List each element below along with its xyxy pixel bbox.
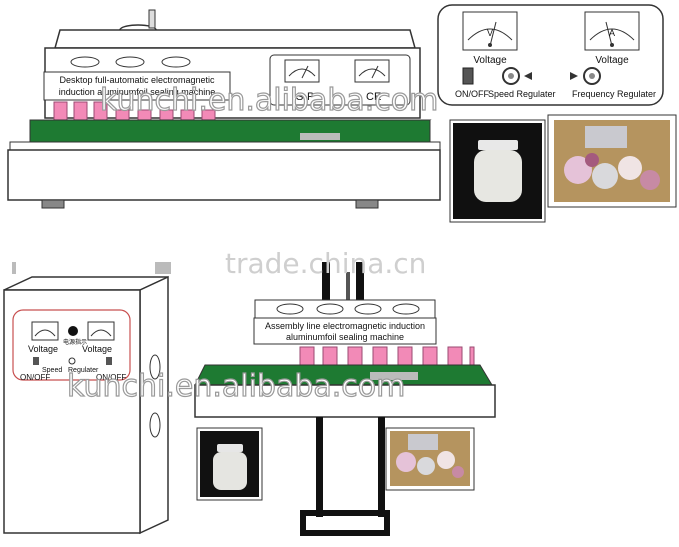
panel-meter-right — [354, 59, 390, 83]
cabinet-vents — [149, 354, 161, 438]
cabinet-switch-left — [33, 357, 39, 365]
photo-foils-bottom — [385, 427, 475, 491]
line-sealing-spot — [370, 372, 418, 380]
control-panel: V Voltage A Voltage ON/OFF Speed Regulat… — [437, 4, 664, 106]
assembly-line-machine: Assembly line electromagnetic induction … — [194, 262, 496, 536]
cabinet-regulater-label: Regulater — [68, 367, 99, 374]
top-knob-stem — [148, 9, 156, 29]
power-cabinet: Voltage 电源指示 Voltage Speed Regulater ON/… — [3, 262, 171, 535]
desktop-label-line2: induction aluminumfoil sealing machine — [59, 87, 216, 97]
line-label-line2: aluminumfoil sealing machine — [286, 332, 404, 342]
voltage-label-right: Voltage — [595, 55, 629, 66]
cabinet-speed-knob — [68, 357, 76, 365]
photo-bottle-bottom — [196, 427, 263, 501]
panel-meter-left — [284, 59, 320, 83]
frequency-regulater-label: Frequency Regulater — [572, 89, 656, 99]
desktop-label-line1: Desktop full-automatic electromagnetic — [59, 75, 215, 85]
machine-head — [54, 29, 416, 49]
cabinet-meter-right — [87, 321, 115, 341]
photo-foils-top — [547, 114, 677, 208]
line-stand — [300, 417, 390, 536]
mount-post-left — [322, 262, 330, 302]
conveyor-belt-surface — [29, 119, 431, 143]
desktop-sealing-machine: Desktop full-automatic electromagnetic i… — [7, 9, 441, 209]
speed-regulater-label: Speed Regulater — [488, 89, 556, 99]
line-label-box — [253, 317, 437, 345]
cabinet-indicator — [68, 326, 78, 336]
sealing-spot — [300, 133, 340, 140]
ammeter-a: A — [584, 11, 640, 51]
svg-text:A: A — [609, 28, 615, 38]
panel-button-right: CE — [366, 91, 381, 103]
line-label-line1: Assembly line electromagnetic induction — [265, 321, 425, 331]
cabinet-switch-right — [106, 357, 112, 365]
onoff-label: ON/OFF — [455, 89, 489, 99]
foot-right — [355, 199, 379, 209]
mount-post-mid — [346, 272, 350, 302]
mount-post-right — [356, 262, 364, 302]
cabinet-caption: 电源指示 — [63, 338, 87, 346]
power-switch — [462, 67, 474, 85]
cabinet-onoff-right: ON/OFF — [96, 373, 126, 382]
voltmeter-v: V — [462, 11, 518, 51]
foot-left — [41, 199, 65, 209]
svg-text:V: V — [487, 28, 493, 38]
cabinet-marker-1 — [12, 262, 16, 274]
panel-button-left: S·P — [296, 91, 314, 103]
cabinet-speed-label: Speed — [42, 367, 62, 374]
watermark-kunchi-bottom: kunchi.en.alibaba.com — [67, 369, 405, 404]
cabinet-marker-2 — [155, 262, 171, 274]
line-fan-vents — [276, 303, 420, 315]
cabinet-onoff-left: ON/OFF — [20, 373, 50, 382]
desktop-label-box — [43, 71, 231, 101]
frequency-arrow-icon — [570, 72, 578, 80]
watermark-kunchi-top: kunchi.en.alibaba.com — [100, 83, 438, 118]
fan-vents — [70, 56, 191, 68]
line-conveyor-body — [194, 384, 496, 418]
cabinet-meter-left — [31, 321, 59, 341]
watermark-trade: trade.china.cn — [225, 247, 426, 280]
machine-base — [7, 149, 441, 201]
conveyor-edge — [9, 141, 441, 151]
cabinet-voltage-right: Voltage — [82, 344, 112, 354]
photo-bottle-top — [449, 119, 546, 223]
voltage-label-left: Voltage — [473, 55, 507, 66]
speed-arrow-icon — [524, 72, 532, 80]
cabinet-voltage-left: Voltage — [28, 344, 58, 354]
